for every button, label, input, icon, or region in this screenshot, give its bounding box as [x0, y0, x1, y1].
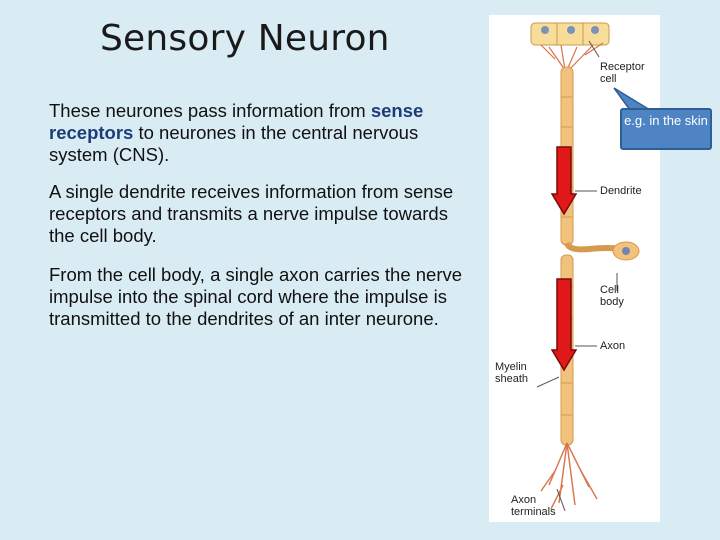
paragraph-dendrite: A single dendrite receives information f… [49, 181, 454, 246]
label-dendrite: Dendrite [600, 185, 642, 197]
paragraph-axon: From the cell body, a single axon carrie… [49, 264, 463, 329]
label-receptor-cell: Receptor cell [600, 61, 645, 85]
label-myelin-sheath: Myelin sheath [495, 361, 529, 385]
paragraph-intro: These neurones pass information from sen… [49, 100, 469, 166]
label-cell-body: Cell body [600, 284, 624, 308]
nucleus [622, 247, 630, 255]
intro-text-end: to neurones in the central nervous syste… [49, 122, 419, 165]
neuron-illustration [530, 22, 640, 512]
label-leaders [536, 40, 618, 512]
highlight-sense-receptors: sense receptors [49, 100, 424, 143]
down-arrow-axon-icon [551, 278, 577, 372]
slide-title: Sensory Neuron [100, 18, 390, 59]
label-axon-terminals: Axon terminals [511, 494, 556, 518]
receptor-cells [530, 22, 610, 46]
callout-example: e.g. in the skin [620, 108, 712, 150]
dendrite-branches [540, 42, 604, 71]
down-arrow-dendrite-icon [551, 146, 577, 216]
axon-terminal-branches [540, 442, 598, 510]
intro-text-start: These neurones pass information from [49, 100, 371, 121]
label-axon: Axon [600, 340, 626, 352]
